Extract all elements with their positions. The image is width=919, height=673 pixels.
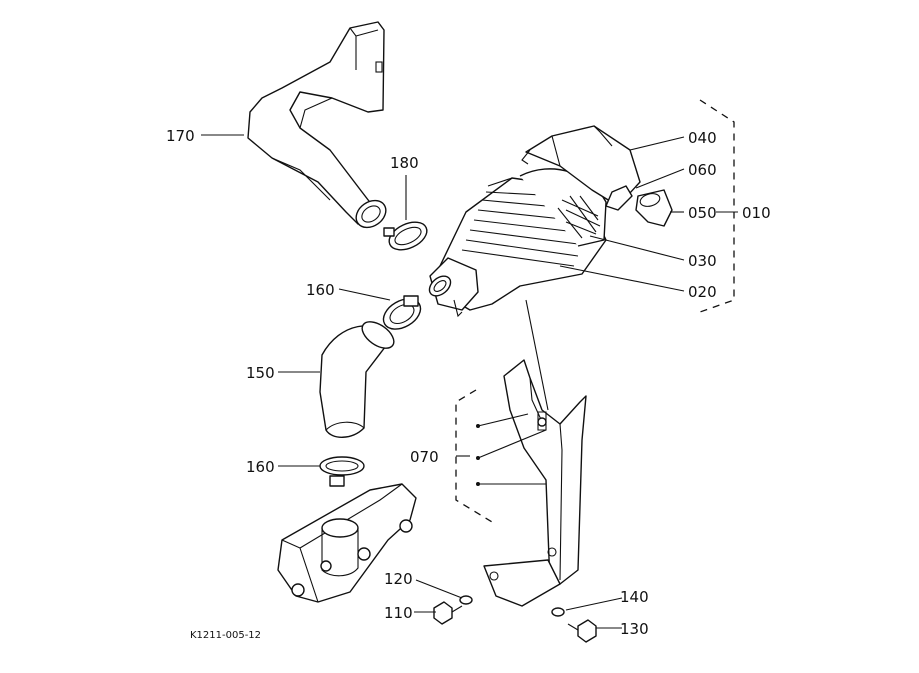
part-150-elbow-hose	[319, 321, 395, 438]
group-bracket-010	[699, 99, 735, 313]
part-160-clamp-lower	[319, 456, 365, 487]
part-180-hose-clamp	[383, 221, 428, 251]
label-010: 010	[742, 204, 771, 222]
air-cleaner-assembly	[428, 125, 673, 318]
leader-dots	[476, 424, 480, 486]
part-170-intake-hose	[247, 21, 387, 229]
part-110-bolt	[433, 601, 463, 625]
part-060-clip	[605, 185, 633, 211]
part-160-clamp-upper	[382, 295, 422, 330]
label-110: 110	[384, 604, 413, 622]
label-160-upper: 160	[306, 281, 335, 299]
part-130-bolt	[567, 619, 597, 643]
label-040: 040	[688, 129, 717, 147]
part-070-bracket	[483, 359, 587, 607]
label-150: 150	[246, 364, 275, 382]
part-050-valve	[635, 189, 673, 227]
figure-caption: K1211-005-12	[190, 630, 261, 641]
leader-lines	[201, 134, 738, 629]
label-140: 140	[620, 588, 649, 606]
label-060: 060	[688, 161, 717, 179]
air-cleaner-outlet	[429, 257, 479, 311]
label-180: 180	[390, 154, 419, 172]
part-120-washer	[459, 595, 473, 605]
label-130: 130	[620, 620, 649, 638]
label-120: 120	[384, 570, 413, 588]
label-050: 050	[688, 204, 717, 222]
part-140-washer	[551, 607, 565, 617]
label-030: 030	[688, 252, 717, 270]
label-160-lower: 160	[246, 458, 275, 476]
label-020: 020	[688, 283, 717, 301]
intake-manifold	[277, 483, 417, 603]
label-070: 070	[410, 448, 439, 466]
label-170: 170	[166, 127, 195, 145]
